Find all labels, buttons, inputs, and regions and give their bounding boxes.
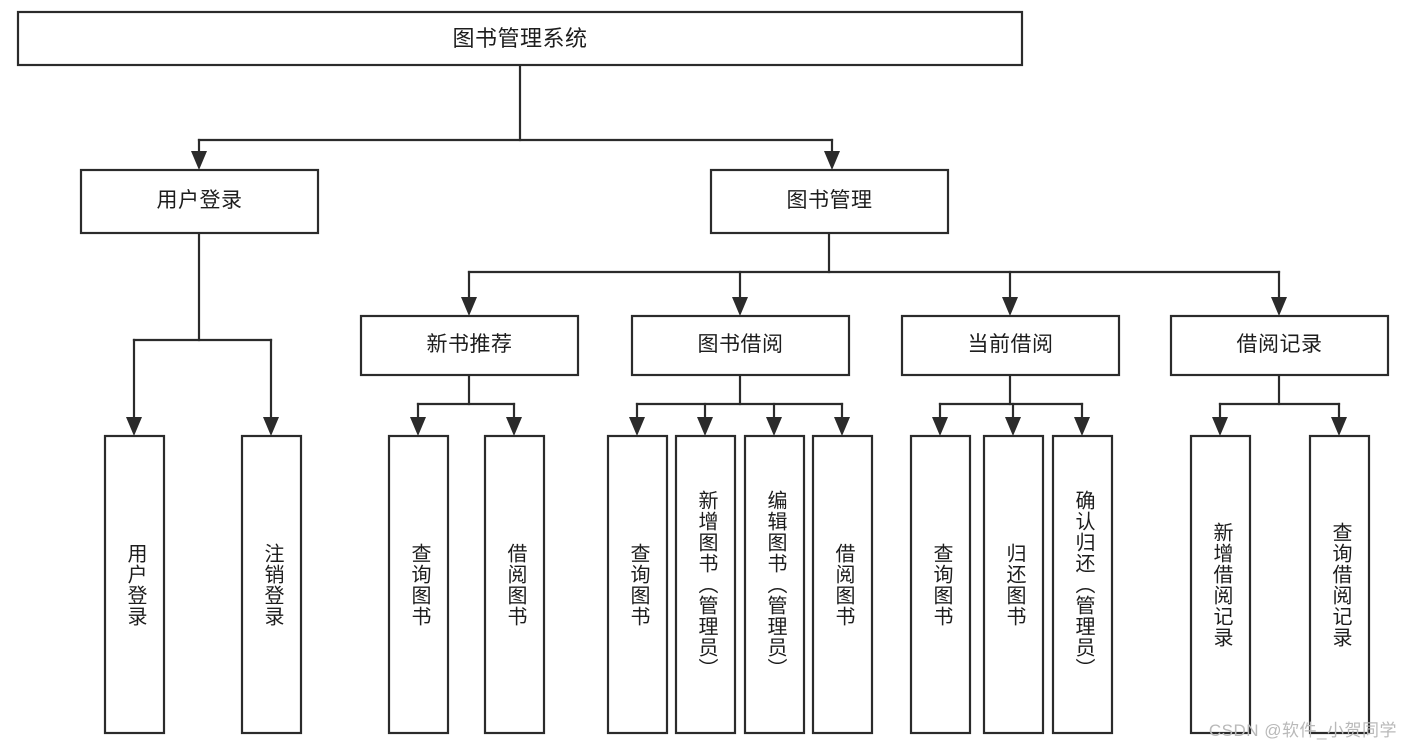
watermark-text: CSDN @软件_小贺同学 [1208, 721, 1397, 740]
arrow-head-leaf-query-book-3 [932, 417, 948, 436]
arrow-head-current-borrow [1002, 297, 1018, 316]
box-current-borrow[interactable] [900, 314, 1121, 377]
box-leaf-query-book-3[interactable] [909, 434, 972, 735]
box-leaf-edit-book-admin[interactable] [743, 434, 806, 735]
arrow-head-leaf-user-login [126, 417, 142, 436]
box-leaf-return-book[interactable] [982, 434, 1045, 735]
connector-bookmgmt-to-level3 [461, 231, 1287, 316]
arrow-head-leaf-confirm-return-admin [1074, 417, 1090, 436]
arrow-head-leaf-query-book-2 [629, 417, 645, 436]
arrow-head-new-book-recommend [461, 297, 477, 316]
box-user-login[interactable] [79, 168, 320, 235]
connector-borrowrecord-to-leaves [1212, 373, 1347, 436]
arrow-head-leaf-logout-login [263, 417, 279, 436]
connector-currentborrow-to-leaves [932, 373, 1090, 436]
box-leaf-query-borrow-record[interactable] [1308, 434, 1371, 735]
box-leaf-query-book-2[interactable] [606, 434, 669, 735]
connector-newbook-to-leaves [410, 373, 522, 436]
arrow-head-book-borrow [732, 297, 748, 316]
box-leaf-borrow-book-2[interactable] [811, 434, 874, 735]
box-book-management[interactable] [709, 168, 950, 235]
arrow-head-leaf-query-book-1 [410, 417, 426, 436]
connector-bookborrow-to-leaves [629, 373, 850, 436]
arrow-head-leaf-query-borrow-record [1331, 417, 1347, 436]
box-leaf-borrow-book-1[interactable] [483, 434, 546, 735]
connector-userlogin-to-leaves [126, 231, 279, 436]
box-borrow-record[interactable] [1169, 314, 1390, 377]
arrow-head-leaf-borrow-book-2 [834, 417, 850, 436]
arrow-head-leaf-add-borrow-record [1212, 417, 1228, 436]
arrow-head-borrow-record [1271, 297, 1287, 316]
box-leaf-confirm-return-admin[interactable] [1051, 434, 1114, 735]
arrow-head-user-login [191, 151, 207, 170]
box-new-book-recommend[interactable] [359, 314, 580, 377]
connector-root-to-level2 [191, 63, 840, 170]
box-book-borrow[interactable] [630, 314, 851, 377]
box-leaf-logout-login[interactable] [240, 434, 303, 735]
arrow-head-book-management [824, 151, 840, 170]
arrow-head-leaf-add-book-admin [697, 417, 713, 436]
box-leaf-query-book-1[interactable] [387, 434, 450, 735]
box-leaf-add-borrow-record[interactable] [1189, 434, 1252, 735]
box-leaf-user-login[interactable] [103, 434, 166, 735]
box-leaf-add-book-admin[interactable] [674, 434, 737, 735]
arrow-head-leaf-borrow-book-1 [506, 417, 522, 436]
arrow-head-leaf-edit-book-admin [766, 417, 782, 436]
box-title-node[interactable] [16, 10, 1024, 67]
arrow-head-leaf-return-book [1005, 417, 1021, 436]
